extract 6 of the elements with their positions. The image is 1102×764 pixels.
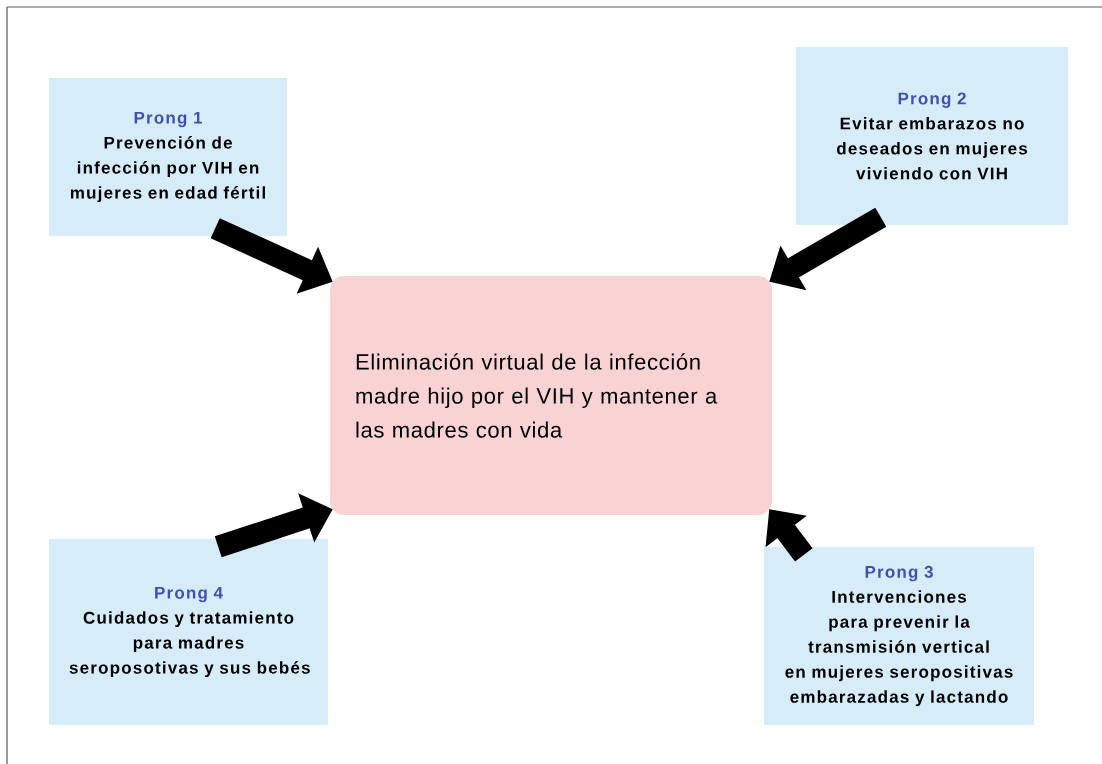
prong-box: Prong 2 Evitar embarazos no deseados en mujeres viviendo con VIH <box>796 47 1068 225</box>
prong-box: Prong 4 Cuidados y tratamiento para madres seroposotivas y sus bebés <box>49 539 328 725</box>
block-arrow <box>765 509 813 562</box>
prong-box: Prong 1 Prevención de infección por VIH en mujeres en edad fértil <box>49 78 287 236</box>
prong-box: Prong 3 Intervenciones para prevenir la transmisión vertical en mujeres seropositivas embarazadas y lactando <box>764 547 1034 725</box>
goal-box: Eliminación virtual de la infección madre hijo por el VIH y mantener a las madres con vida <box>330 276 772 515</box>
